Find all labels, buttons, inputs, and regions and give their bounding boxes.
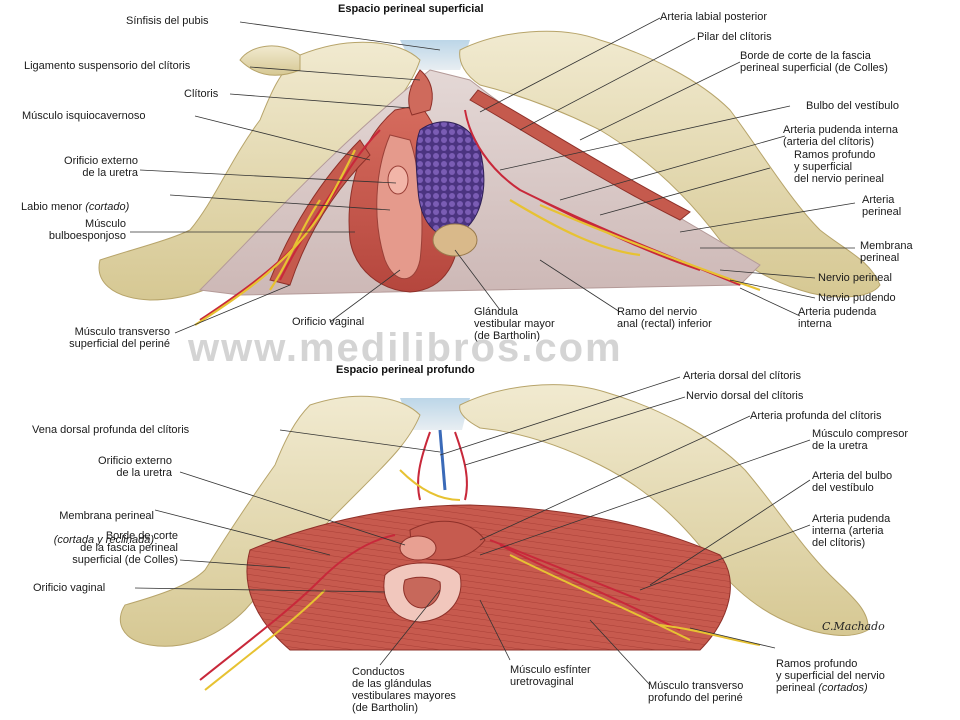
label-labio-menor-note: (cortado) bbox=[85, 201, 130, 213]
label-labio-menor-text: Labio menor bbox=[21, 201, 86, 213]
top-clitoris bbox=[408, 69, 433, 116]
label-arteria-pudenda-interna: Arteria pudenda interna bbox=[798, 306, 877, 330]
label-membrana-perineal-bottom: Membrana perineal (cortada y reclinada) bbox=[14, 498, 154, 546]
label-ramos-cortados: Ramos profundo y superficial del nervio … bbox=[776, 646, 885, 694]
label-esfinter-uretrovaginal: Músculo esfínter uretrovaginal bbox=[510, 664, 591, 688]
bottom-nerves bbox=[204, 554, 761, 691]
label-borde-colles-top: Borde de corte de la fascia perineal sup… bbox=[740, 50, 888, 74]
bottom-deep-transverse-muscle bbox=[246, 504, 731, 651]
label-arteria-labial: Arteria labial posterior bbox=[660, 11, 767, 23]
label-transverso-superficial: Músculo transverso superficial del perin… bbox=[69, 326, 170, 350]
label-membrana-perineal-top: Membrana perineal bbox=[860, 240, 913, 264]
label-arteria-profunda: Arteria profunda del clítoris bbox=[750, 410, 882, 422]
label-compresor-uretra: Músculo compresor de la uretra bbox=[812, 428, 908, 452]
label-ramos-note: (cortados) bbox=[818, 682, 868, 694]
artist-signature: C.Machado bbox=[822, 620, 885, 633]
label-ramos-text: Ramos profundo y superficial del nervio … bbox=[776, 658, 885, 694]
bottom-urethral-orifice bbox=[399, 535, 437, 561]
top-bartholin-gland bbox=[432, 223, 478, 257]
label-orificio-uretra-bottom: Orificio externo de la uretra bbox=[98, 455, 172, 479]
label-clitoris: Clítoris bbox=[184, 88, 219, 100]
label-borde-colles-bottom: Borde de corte de la fascia perineal sup… bbox=[72, 530, 178, 566]
label-labio-menor: Labio menor (cortado) bbox=[21, 189, 129, 213]
leader-lines bbox=[130, 17, 856, 686]
label-glandula-bartholin: Glándula vestibular mayor (de Bartholin) bbox=[474, 306, 555, 342]
bottom-dorsal-vessels bbox=[399, 429, 468, 501]
label-arteria-bulbo: Arteria del bulbo del vestíbulo bbox=[812, 470, 893, 494]
bottom-panel-title: Espacio perineal profundo bbox=[336, 364, 475, 376]
label-orificio-uretra-top: Orificio externo de la uretra bbox=[64, 155, 138, 179]
label-orificio-vaginal-top: Orificio vaginal bbox=[292, 316, 365, 328]
top-right-bone bbox=[459, 30, 881, 298]
label-isquiocavernoso: Músculo isquiocavernoso bbox=[22, 110, 146, 122]
bottom-panel-art bbox=[119, 384, 869, 691]
top-panel-title: Espacio perineal superficial bbox=[338, 3, 484, 15]
label-membrana-note: (cortada y reclinada) bbox=[53, 534, 154, 546]
label-nervio-perineal: Nervio perineal bbox=[818, 272, 892, 284]
label-ramo-nervio-anal: Ramo del nervio anal (rectal) inferior bbox=[617, 306, 712, 330]
label-ligamento-suspensorio: Ligamento suspensorio del clítoris bbox=[24, 60, 191, 72]
bottom-left-bone bbox=[119, 395, 421, 647]
label-conductos-bartholin: Conductos de las glándulas vestibulares … bbox=[352, 666, 456, 714]
label-pudenda-interna-bottom: Arteria pudenda interna (arteria del clí… bbox=[812, 513, 891, 549]
label-vena-dorsal: Vena dorsal profunda del clítoris bbox=[32, 424, 190, 436]
top-panel-art bbox=[98, 30, 881, 326]
watermark: www.medilibros.com bbox=[188, 326, 623, 370]
label-membrana-text: Membrana perineal bbox=[59, 510, 154, 522]
label-bulbo-vestibulo: Bulbo del vestíbulo bbox=[806, 100, 899, 112]
label-pilar-clitoris: Pilar del clítoris bbox=[697, 31, 772, 43]
label-arteria-dorsal: Arteria dorsal del clítoris bbox=[683, 370, 801, 382]
label-nervio-dorsal: Nervio dorsal del clítoris bbox=[686, 390, 804, 402]
label-ramos-nervio-perineal: Ramos profundo y superficial del nervio … bbox=[794, 149, 884, 185]
label-bulboesponjoso: Músculo bulboesponjoso bbox=[48, 218, 126, 242]
label-arteria-perineal: Arteria perineal bbox=[862, 194, 902, 218]
label-sinfisis: Sínfisis del pubis bbox=[126, 15, 209, 27]
bottom-arteries bbox=[199, 534, 681, 681]
label-orificio-vaginal-bottom: Orificio vaginal bbox=[33, 582, 106, 594]
label-nervio-pudendo: Nervio pudendo bbox=[818, 292, 896, 304]
label-pudenda-interna-top: Arteria pudenda interna (arteria del clí… bbox=[783, 124, 898, 148]
label-transverso-profundo: Músculo transverso profundo del periné bbox=[648, 680, 744, 704]
